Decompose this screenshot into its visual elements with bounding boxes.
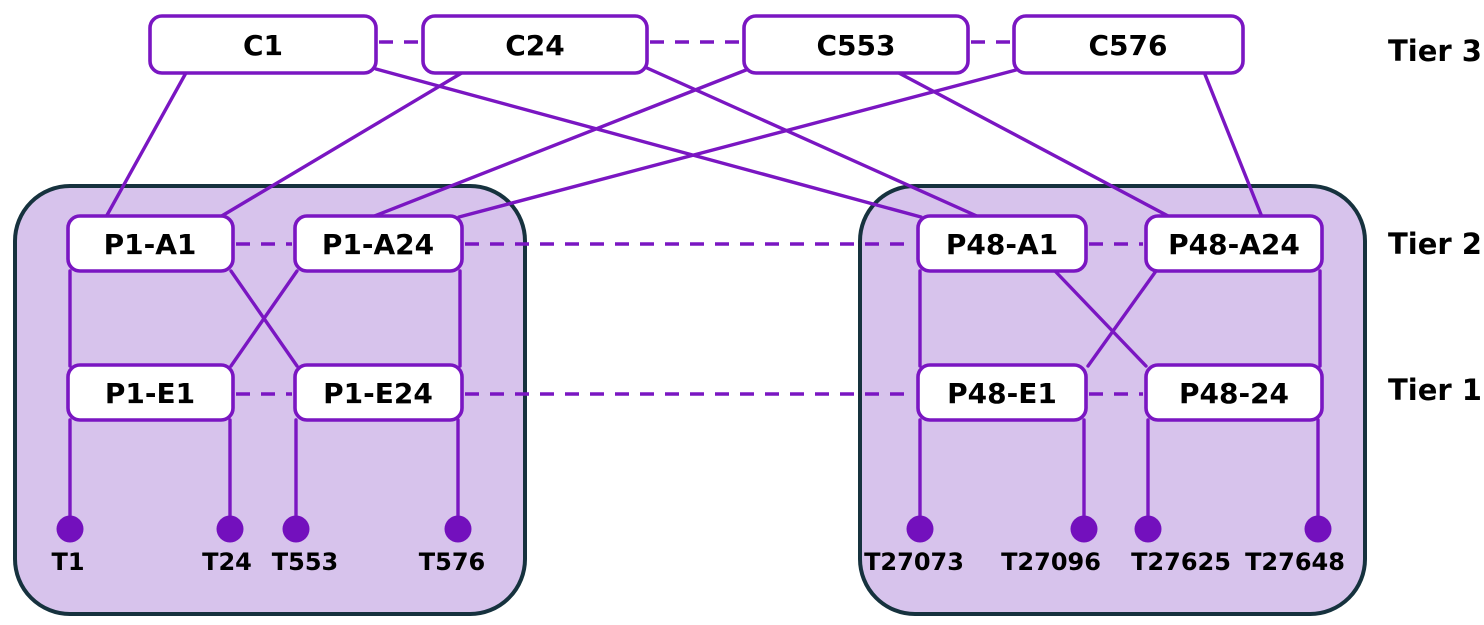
node-c1: C1: [148, 14, 378, 75]
host-t24-dot: [216, 515, 244, 543]
link-c553-p1a24: [370, 68, 748, 219]
node-p48-e1-label: P48-E1: [947, 377, 1057, 410]
host-t27096-label: T27096: [1001, 548, 1101, 576]
host-t27625-label: T27625: [1131, 548, 1231, 576]
host-t576-dot: [444, 515, 472, 543]
node-c1-box: [148, 14, 378, 75]
tier3-core-switches: C1 C24 C553 C576: [148, 14, 1245, 75]
link-p48a24-p48e1: [1086, 269, 1158, 368]
link-p1a24-p1e1: [229, 269, 299, 368]
node-p48-a1-label: P48-A1: [946, 228, 1058, 261]
host-t553-label: T553: [272, 548, 338, 576]
node-p48-24-label: P48-24: [1179, 377, 1289, 410]
host-t27096-dot: [1070, 515, 1098, 543]
tier1-label: Tier 1: [1388, 373, 1482, 407]
node-p1-a24-box: [293, 214, 464, 273]
link-p48a1-p4824: [1053, 269, 1148, 368]
node-p1-e1-label: P1-E1: [105, 377, 195, 410]
node-p1-a1-box: [66, 214, 235, 273]
link-c1-p1a1: [104, 69, 189, 219]
node-p1-a1: P1-A1: [66, 214, 235, 273]
node-p48-e1-box: [916, 363, 1088, 422]
node-p1-a24: P1-A24: [293, 214, 464, 273]
node-p48-e1: P48-E1: [916, 363, 1088, 422]
node-p48-a24-box: [1144, 214, 1324, 273]
link-c576-p48a24: [1202, 70, 1264, 219]
node-p1-e24-label: P1-E24: [323, 377, 433, 410]
host-t1-dot: [56, 515, 84, 543]
host-dots: [56, 515, 1332, 543]
node-c24-box: [421, 14, 649, 75]
agg-to-edge-links: [68, 269, 1322, 368]
core-to-agg-links: [104, 66, 1264, 219]
link-c24-p1a1: [218, 69, 467, 219]
pod-48-switches: P48-A1 P48-A24 P48-E1 P48-24: [916, 214, 1324, 422]
node-c553: C553: [742, 14, 970, 75]
node-c24-label: C24: [505, 29, 565, 62]
host-t27648-label: T27648: [1245, 548, 1345, 576]
host-t576-label: T576: [419, 548, 485, 576]
node-p1-e1: P1-E1: [66, 363, 235, 422]
node-p48-24: P48-24: [1144, 363, 1324, 422]
link-c553-p48a24: [895, 70, 1172, 219]
host-t1-label: T1: [51, 548, 84, 576]
node-c576-box: [1012, 14, 1245, 75]
host-t553-dot: [282, 515, 310, 543]
node-p1-e1-box: [66, 363, 235, 422]
link-c576-p1a24: [457, 68, 1018, 219]
node-p48-24-box: [1144, 363, 1324, 422]
dashed-ellipsis-links: [236, 40, 1143, 396]
node-c24: C24: [421, 14, 649, 75]
node-p48-a1-box: [916, 214, 1088, 273]
host-t27073-label: T27073: [864, 548, 964, 576]
pod-1-switches: P1-A1 P1-A24 P1-E1 P1-E24: [66, 214, 464, 422]
node-p1-e24-box: [293, 363, 464, 422]
tier3-label: Tier 3: [1388, 34, 1482, 68]
host-t24-label: T24: [202, 548, 252, 576]
tier2-label: Tier 2: [1388, 227, 1482, 261]
host-t27648-dot: [1304, 515, 1332, 543]
node-p1-a24-label: P1-A24: [322, 228, 434, 261]
host-t27625-dot: [1134, 515, 1162, 543]
node-p48-a1: P48-A1: [916, 214, 1088, 273]
node-c1-label: C1: [243, 29, 283, 62]
link-c24-p48a1: [645, 66, 981, 219]
host-labels: T1 T24 T553 T576 T27073 T27096 T27625 T2…: [51, 548, 1344, 576]
node-c553-label: C553: [817, 29, 896, 62]
node-c553-box: [742, 14, 970, 75]
tier-labels: Tier 3 Tier 2 Tier 1: [1388, 34, 1482, 407]
link-c1-p48a1: [374, 67, 923, 219]
node-p1-e24: P1-E24: [293, 363, 464, 422]
edge-to-host-links: [68, 418, 1320, 518]
host-t27073-dot: [906, 515, 934, 543]
node-p48-a24-label: P48-A24: [1168, 228, 1300, 261]
node-p48-a24: P48-A24: [1144, 214, 1324, 273]
node-p1-a1-label: P1-A1: [104, 228, 197, 261]
node-c576-label: C576: [1089, 29, 1168, 62]
node-c576: C576: [1012, 14, 1245, 75]
